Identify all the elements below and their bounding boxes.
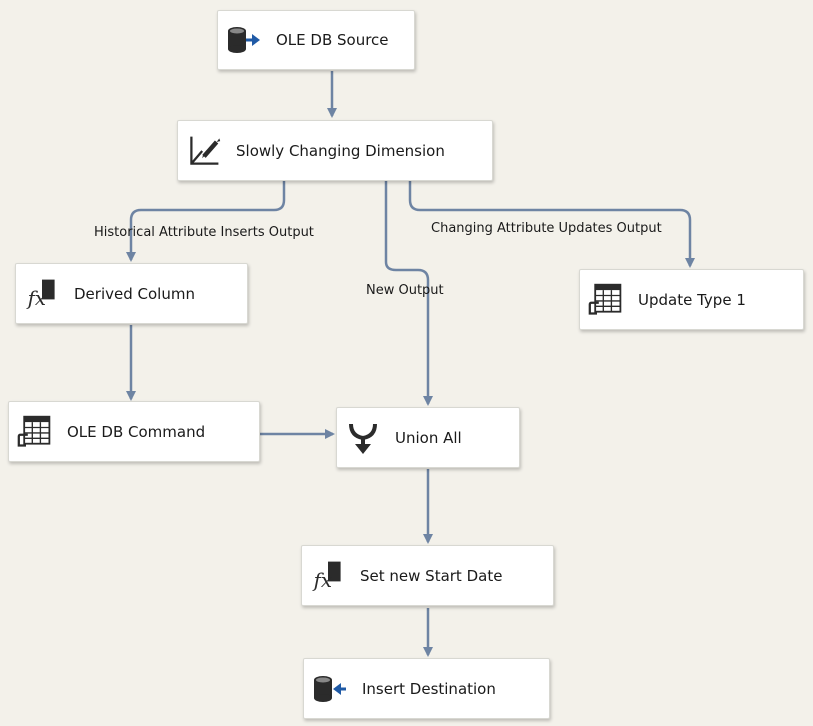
- database-arrow-out-icon: [226, 22, 262, 58]
- edge-label-historical: Historical Attribute Inserts Output: [94, 225, 314, 240]
- edge-scd-to-update[interactable]: [408, 181, 695, 268]
- svg-text:fx: fx: [312, 568, 332, 591]
- node-label: Derived Column: [74, 284, 195, 303]
- node-label: Slowly Changing Dimension: [236, 141, 445, 160]
- edge-scd-to-derived[interactable]: [126, 181, 286, 262]
- node-set-new-start-date[interactable]: fx Set new Start Date: [301, 545, 554, 606]
- table-command-icon: [588, 282, 624, 318]
- node-ole-db-command[interactable]: OLE DB Command: [8, 401, 260, 462]
- node-label: Union All: [395, 428, 462, 447]
- node-derived-column[interactable]: fx Derived Column: [15, 263, 248, 324]
- merge-arrows-icon: [345, 420, 381, 456]
- node-label: Set new Start Date: [360, 566, 503, 585]
- database-arrow-in-icon: [312, 671, 348, 707]
- fx-icon: fx: [24, 276, 60, 312]
- node-label: Update Type 1: [638, 290, 746, 309]
- node-insert-destination[interactable]: Insert Destination: [303, 658, 550, 719]
- svg-text:fx: fx: [26, 286, 46, 309]
- node-label: Insert Destination: [362, 679, 496, 698]
- fx-icon: fx: [310, 558, 346, 594]
- node-update-type-1[interactable]: Update Type 1: [579, 269, 804, 330]
- edge-label-new-output: New Output: [366, 283, 444, 298]
- node-label: OLE DB Source: [276, 31, 389, 49]
- node-label: OLE DB Command: [67, 422, 206, 441]
- dimension-axes-icon: [186, 133, 222, 169]
- edge-label-changing: Changing Attribute Updates Output: [431, 221, 662, 236]
- node-union-all[interactable]: Union All: [336, 407, 520, 468]
- node-slowly-changing-dimension[interactable]: Slowly Changing Dimension: [177, 120, 493, 181]
- table-command-icon: [17, 414, 53, 450]
- edge-scd-to-union[interactable]: [384, 181, 433, 406]
- node-ole-db-source[interactable]: OLE DB Source: [217, 10, 415, 70]
